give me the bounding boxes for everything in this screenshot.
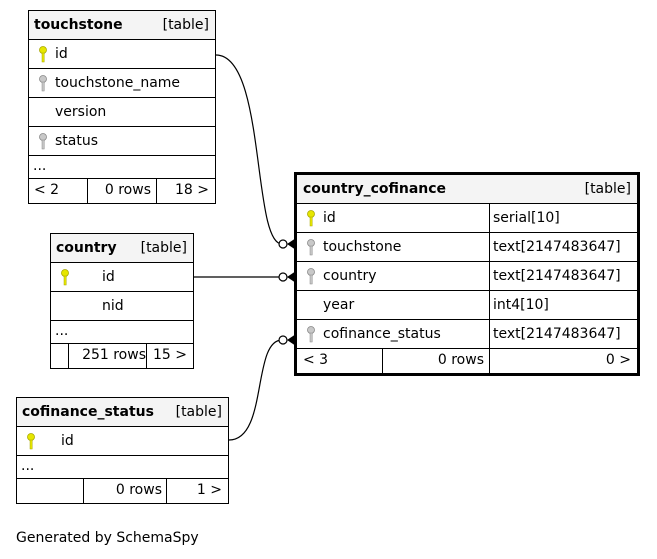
column-row[interactable]: country text[2147483647]: [297, 262, 637, 291]
foreign-key-icon: [39, 75, 47, 92]
row-count: 251 rows: [82, 347, 146, 363]
column-name: touchstone: [323, 239, 402, 255]
column-row[interactable]: id: [29, 40, 215, 69]
table-header: country_cofinance [table]: [297, 175, 637, 204]
table-name[interactable]: country_cofinance: [303, 181, 447, 197]
column-row[interactable]: status: [29, 127, 215, 156]
edge-cofinance-status-crowfoot: [287, 334, 296, 346]
column-type: text[2147483647]: [493, 268, 621, 284]
table-touchstone[interactable]: touchstone [table] id touchstone_name ve…: [28, 10, 216, 204]
primary-key-icon: [61, 269, 69, 286]
table-footer: < 3 0 rows 0 >: [297, 349, 637, 373]
table-header: touchstone [table]: [29, 11, 215, 40]
table-name[interactable]: cofinance_status: [22, 404, 154, 420]
table-footer: 0 rows 1 >: [17, 479, 228, 503]
column-row[interactable]: nid: [51, 292, 193, 321]
children-count[interactable]: 15 >: [153, 347, 187, 363]
primary-key-icon: [27, 433, 35, 450]
column-name: year: [323, 297, 355, 313]
column-name: touchstone_name: [55, 75, 181, 91]
edge-touchstone-crowfoot: [287, 238, 296, 250]
column-name: status: [55, 133, 99, 149]
column-name: id: [102, 269, 115, 285]
edge-cofinance-status-optional-marker: [278, 335, 288, 345]
more-columns-ellipsis: ...: [21, 458, 35, 474]
children-count[interactable]: 0 >: [605, 352, 631, 368]
parents-count[interactable]: < 2: [34, 182, 60, 198]
column-type: int4[10]: [493, 297, 549, 313]
column-row[interactable]: id: [51, 263, 193, 292]
edge-cofinance-status-id: [228, 339, 283, 441]
row-count: 0 rows: [437, 352, 484, 368]
edge-touchstone-optional-marker: [278, 239, 288, 249]
table-country[interactable]: country [table] id nid ... 251 rows 15 >: [50, 233, 194, 369]
table-kind: [table]: [162, 17, 209, 33]
table-header: cofinance_status [table]: [17, 398, 228, 427]
column-row[interactable]: id: [17, 427, 228, 456]
column-row[interactable]: cofinance_status text[2147483647]: [297, 320, 637, 349]
more-columns-row: ...: [29, 156, 215, 179]
edge-country-optional-marker: [278, 272, 288, 282]
column-type: serial[10]: [493, 210, 560, 226]
row-count: 0 rows: [115, 482, 162, 498]
table-kind: [table]: [140, 240, 187, 256]
table-header: country [table]: [51, 234, 193, 263]
table-footer: < 2 0 rows 18 >: [29, 179, 215, 203]
table-kind: [table]: [584, 181, 631, 197]
primary-key-icon: [307, 210, 315, 227]
column-type: text[2147483647]: [493, 326, 621, 342]
children-count[interactable]: 1 >: [196, 482, 222, 498]
table-footer: 251 rows 15 >: [51, 344, 193, 368]
column-name: version: [55, 104, 107, 120]
column-row[interactable]: touchstone text[2147483647]: [297, 233, 637, 262]
column-name: id: [323, 210, 336, 226]
column-name: nid: [102, 298, 124, 314]
table-cofinance-status[interactable]: cofinance_status [table] id ... 0 rows 1…: [16, 397, 229, 504]
column-name: country: [323, 268, 377, 284]
edge-touchstone-id: [215, 54, 283, 245]
more-columns-ellipsis: ...: [55, 323, 69, 339]
table-country-cofinance[interactable]: country_cofinance [table] id serial[10] …: [294, 172, 640, 376]
edge-country-crowfoot: [287, 271, 296, 283]
parents-count[interactable]: < 3: [303, 352, 329, 368]
foreign-key-icon: [39, 133, 47, 150]
table-name[interactable]: country: [56, 240, 117, 256]
column-name: id: [61, 433, 74, 449]
column-name: id: [55, 46, 68, 62]
children-count[interactable]: 18 >: [175, 182, 209, 198]
foreign-key-icon: [307, 326, 315, 343]
table-name[interactable]: touchstone: [34, 17, 123, 33]
table-kind: [table]: [175, 404, 222, 420]
generator-caption: Generated by SchemaSpy: [16, 530, 199, 546]
more-columns-row: ...: [17, 456, 228, 479]
column-row[interactable]: id serial[10]: [297, 204, 637, 233]
primary-key-icon: [39, 46, 47, 63]
column-name: cofinance_status: [323, 326, 441, 342]
column-row[interactable]: version: [29, 98, 215, 127]
foreign-key-icon: [307, 268, 315, 285]
column-row[interactable]: touchstone_name: [29, 69, 215, 98]
column-row[interactable]: year int4[10]: [297, 291, 637, 320]
more-columns-ellipsis: ...: [33, 158, 47, 174]
row-count: 0 rows: [104, 182, 151, 198]
more-columns-row: ...: [51, 321, 193, 344]
column-type: text[2147483647]: [493, 239, 621, 255]
foreign-key-icon: [307, 239, 315, 256]
